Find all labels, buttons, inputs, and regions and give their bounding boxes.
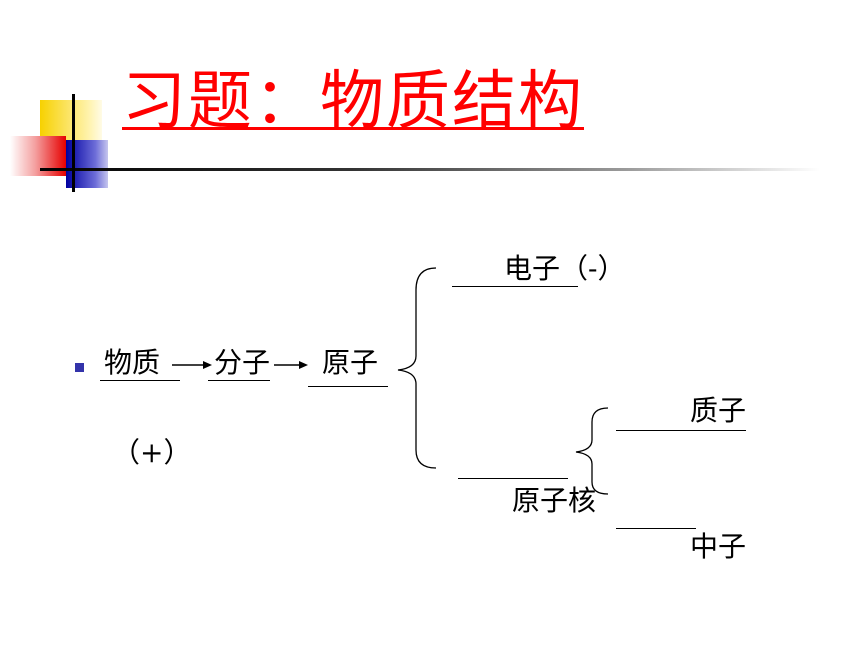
blank-molecule xyxy=(208,380,270,381)
label-positive-charge: （+） xyxy=(112,436,192,469)
label-electron: 电子（-） xyxy=(504,252,626,285)
blank-neutron xyxy=(616,528,696,529)
arrow-molecule-to-atom xyxy=(274,361,308,369)
label-matter: 物质 xyxy=(104,346,161,379)
brace-atom xyxy=(397,267,437,469)
blank-matter xyxy=(100,380,180,381)
label-neutron: 中子 xyxy=(690,530,747,563)
label-nucleus: 原子核 xyxy=(512,484,597,517)
blank-nucleus xyxy=(458,478,568,479)
slide-title: 习题：物质结构 xyxy=(122,65,584,139)
label-molecule: 分子 xyxy=(214,346,271,379)
label-atom: 原子 xyxy=(322,346,379,379)
title-divider-line xyxy=(40,168,820,171)
decor-vertical-line xyxy=(72,94,75,192)
brace-nucleus xyxy=(575,407,609,495)
blank-electron xyxy=(452,286,578,287)
blank-atom xyxy=(308,386,388,387)
label-proton: 质子 xyxy=(690,394,747,427)
blank-proton xyxy=(616,430,746,431)
bullet-icon xyxy=(75,363,84,372)
arrow-matter-to-molecule xyxy=(172,361,212,369)
